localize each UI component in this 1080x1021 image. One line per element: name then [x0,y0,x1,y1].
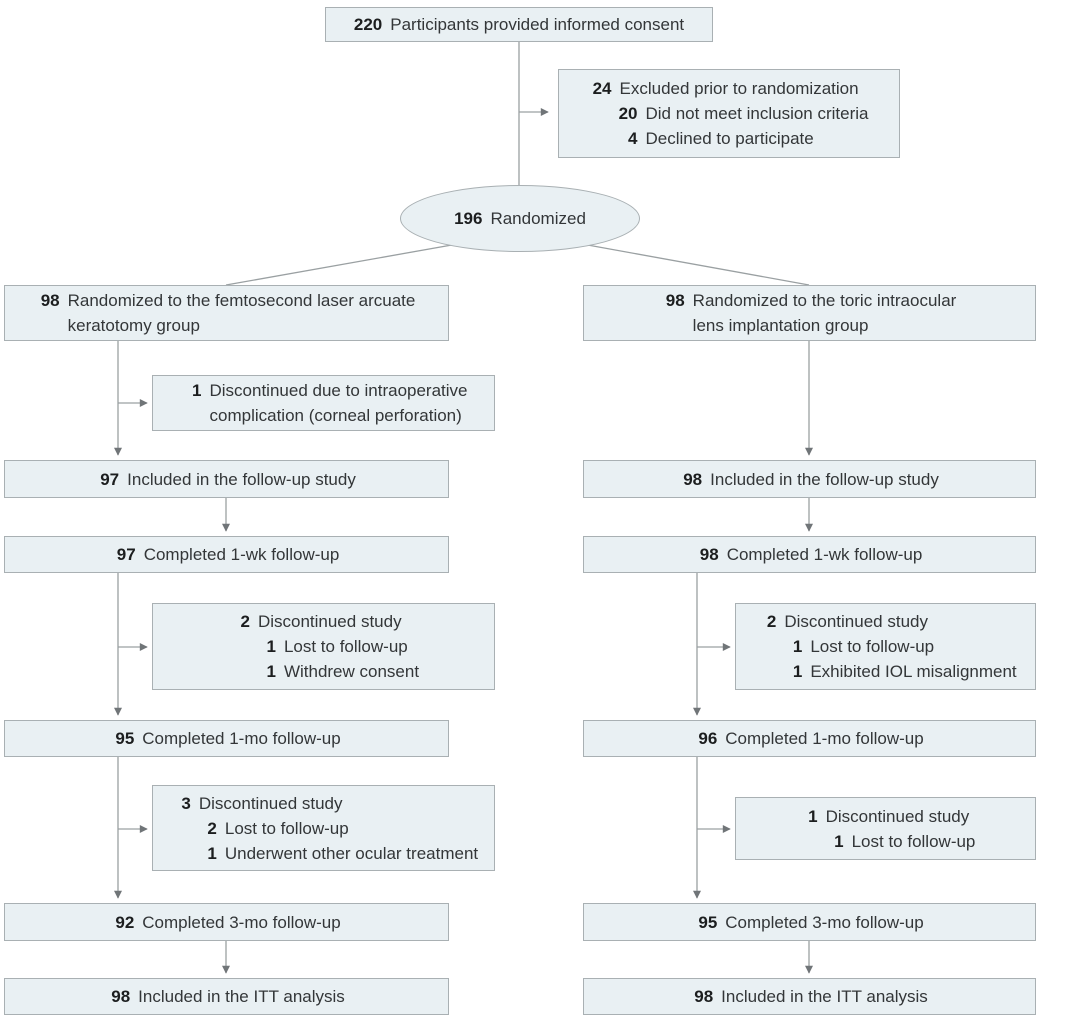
left-itt-count: 98 [111,987,131,1006]
left-week1-label: Completed 1-wk follow-up [143,545,340,564]
consent-count: 220 [353,15,383,34]
discontinued-reason-label: Underwent other ocular treatment [224,843,479,863]
box-right-discontinued-after-month1: 1 Discontinued study 1 Lost to follow-up [735,797,1036,860]
box-left-month3: 92 Completed 3-mo follow-up [4,903,449,941]
right-arm-count: 98 [665,291,685,310]
right-week1-count: 98 [699,545,719,564]
discontinued-reason-label: Lost to follow-up [851,831,976,851]
left-week1-count: 97 [116,545,136,564]
randomized-label: Randomized [490,209,586,228]
discontinued-reason-count: 1 [207,843,217,863]
discontinued-count: 3 [181,793,191,813]
discontinued-reason-label: Lost to follow-up [224,818,349,838]
left-followup-label: Included in the follow-up study [127,469,356,489]
discontinued-reason-count: 1 [792,662,803,681]
discontinued-reason-label: Withdrew consent [283,662,420,681]
discontinued-label: Discontinued study [784,612,928,631]
left-month3-count: 92 [115,912,135,932]
discontinued-reason-count: 1 [266,637,276,656]
box-left-intraop-discontinued: 1 Discontinued due to intraoperative com… [152,375,495,431]
excluded-reason-label: Did not meet inclusion criteria [645,104,869,123]
discontinued-reason-count: 1 [266,662,276,681]
discontinued-reason-count: 1 [792,637,803,656]
box-right-month1: 96 Completed 1-mo follow-up [583,720,1036,757]
left-month1-label: Completed 1-mo follow-up [142,729,341,748]
excluded-count: 24 [592,79,612,98]
right-month1-label: Completed 1-mo follow-up [725,729,924,748]
discontinued-reason-label: Exhibited IOL misalignment [810,662,1017,681]
right-followup-count: 98 [683,469,703,489]
excluded-reason-label: Declined to participate [645,129,814,148]
discontinued-reason-label: Lost to follow-up [810,637,935,656]
discontinued-reason-count: 1 [834,831,844,851]
box-left-month1: 95 Completed 1-mo follow-up [4,720,449,757]
box-excluded-pre-randomization: 24 Excluded prior to randomization 20 Di… [558,69,900,158]
consent-label: Participants provided informed consent [390,15,685,34]
box-left-discontinued-after-week1: 2 Discontinued study 1 Lost to follow-up… [152,603,495,690]
right-month1-count: 96 [698,729,718,748]
box-left-itt: 98 Included in the ITT analysis [4,978,449,1015]
intraop-discontinued-label: Discontinued due to intraoperative compl… [209,381,468,425]
discontinued-count: 2 [240,612,250,631]
discontinued-label: Discontinued study [825,806,970,826]
left-arm-count: 98 [40,291,60,310]
right-itt-label: Included in the ITT analysis [721,987,928,1006]
right-week1-label: Completed 1-wk follow-up [726,545,923,564]
ellipse-randomized: 196 Randomized [400,185,640,252]
box-informed-consent: 220 Participants provided informed conse… [325,7,713,42]
box-left-discontinued-after-month1: 3 Discontinued study 2 Lost to follow-up… [152,785,495,871]
left-arm-label: Randomized to the femtosecond laser arcu… [67,291,416,335]
right-arm-label: Randomized to the toric intraocular lens… [692,291,957,335]
right-itt-count: 98 [694,987,714,1006]
box-right-arm-assigned: 98 Randomized to the toric intraocular l… [583,285,1036,341]
box-left-arm-assigned: 98 Randomized to the femtosecond laser a… [4,285,449,341]
left-month1-count: 95 [115,729,135,748]
box-right-discontinued-after-week1: 2 Discontinued study 1 Lost to follow-up… [735,603,1036,690]
excluded-reason-count: 4 [628,129,638,148]
right-month3-label: Completed 3-mo follow-up [725,912,924,932]
discontinued-reason-label: Lost to follow-up [283,637,408,656]
right-followup-label: Included in the follow-up study [710,469,939,489]
box-right-week1: 98 Completed 1-wk follow-up [583,536,1036,573]
excluded-label: Excluded prior to randomization [619,79,859,98]
box-right-month3: 95 Completed 3-mo follow-up [583,903,1036,941]
excluded-reason-count: 20 [618,104,638,123]
box-right-followup-included: 98 Included in the follow-up study [583,460,1036,498]
box-left-week1: 97 Completed 1-wk follow-up [4,536,449,573]
box-left-followup-included: 97 Included in the follow-up study [4,460,449,498]
discontinued-reason-count: 2 [207,818,217,838]
randomized-count: 196 [454,209,483,228]
right-month3-count: 95 [698,912,718,932]
discontinued-count: 1 [808,806,818,826]
left-month3-label: Completed 3-mo follow-up [142,912,341,932]
intraop-discontinued-count: 1 [192,381,202,400]
discontinued-count: 2 [766,612,777,631]
left-followup-count: 97 [100,469,120,489]
discontinued-label: Discontinued study [198,793,343,813]
left-itt-label: Included in the ITT analysis [138,987,345,1006]
box-right-itt: 98 Included in the ITT analysis [583,978,1036,1015]
discontinued-label: Discontinued study [257,612,402,631]
